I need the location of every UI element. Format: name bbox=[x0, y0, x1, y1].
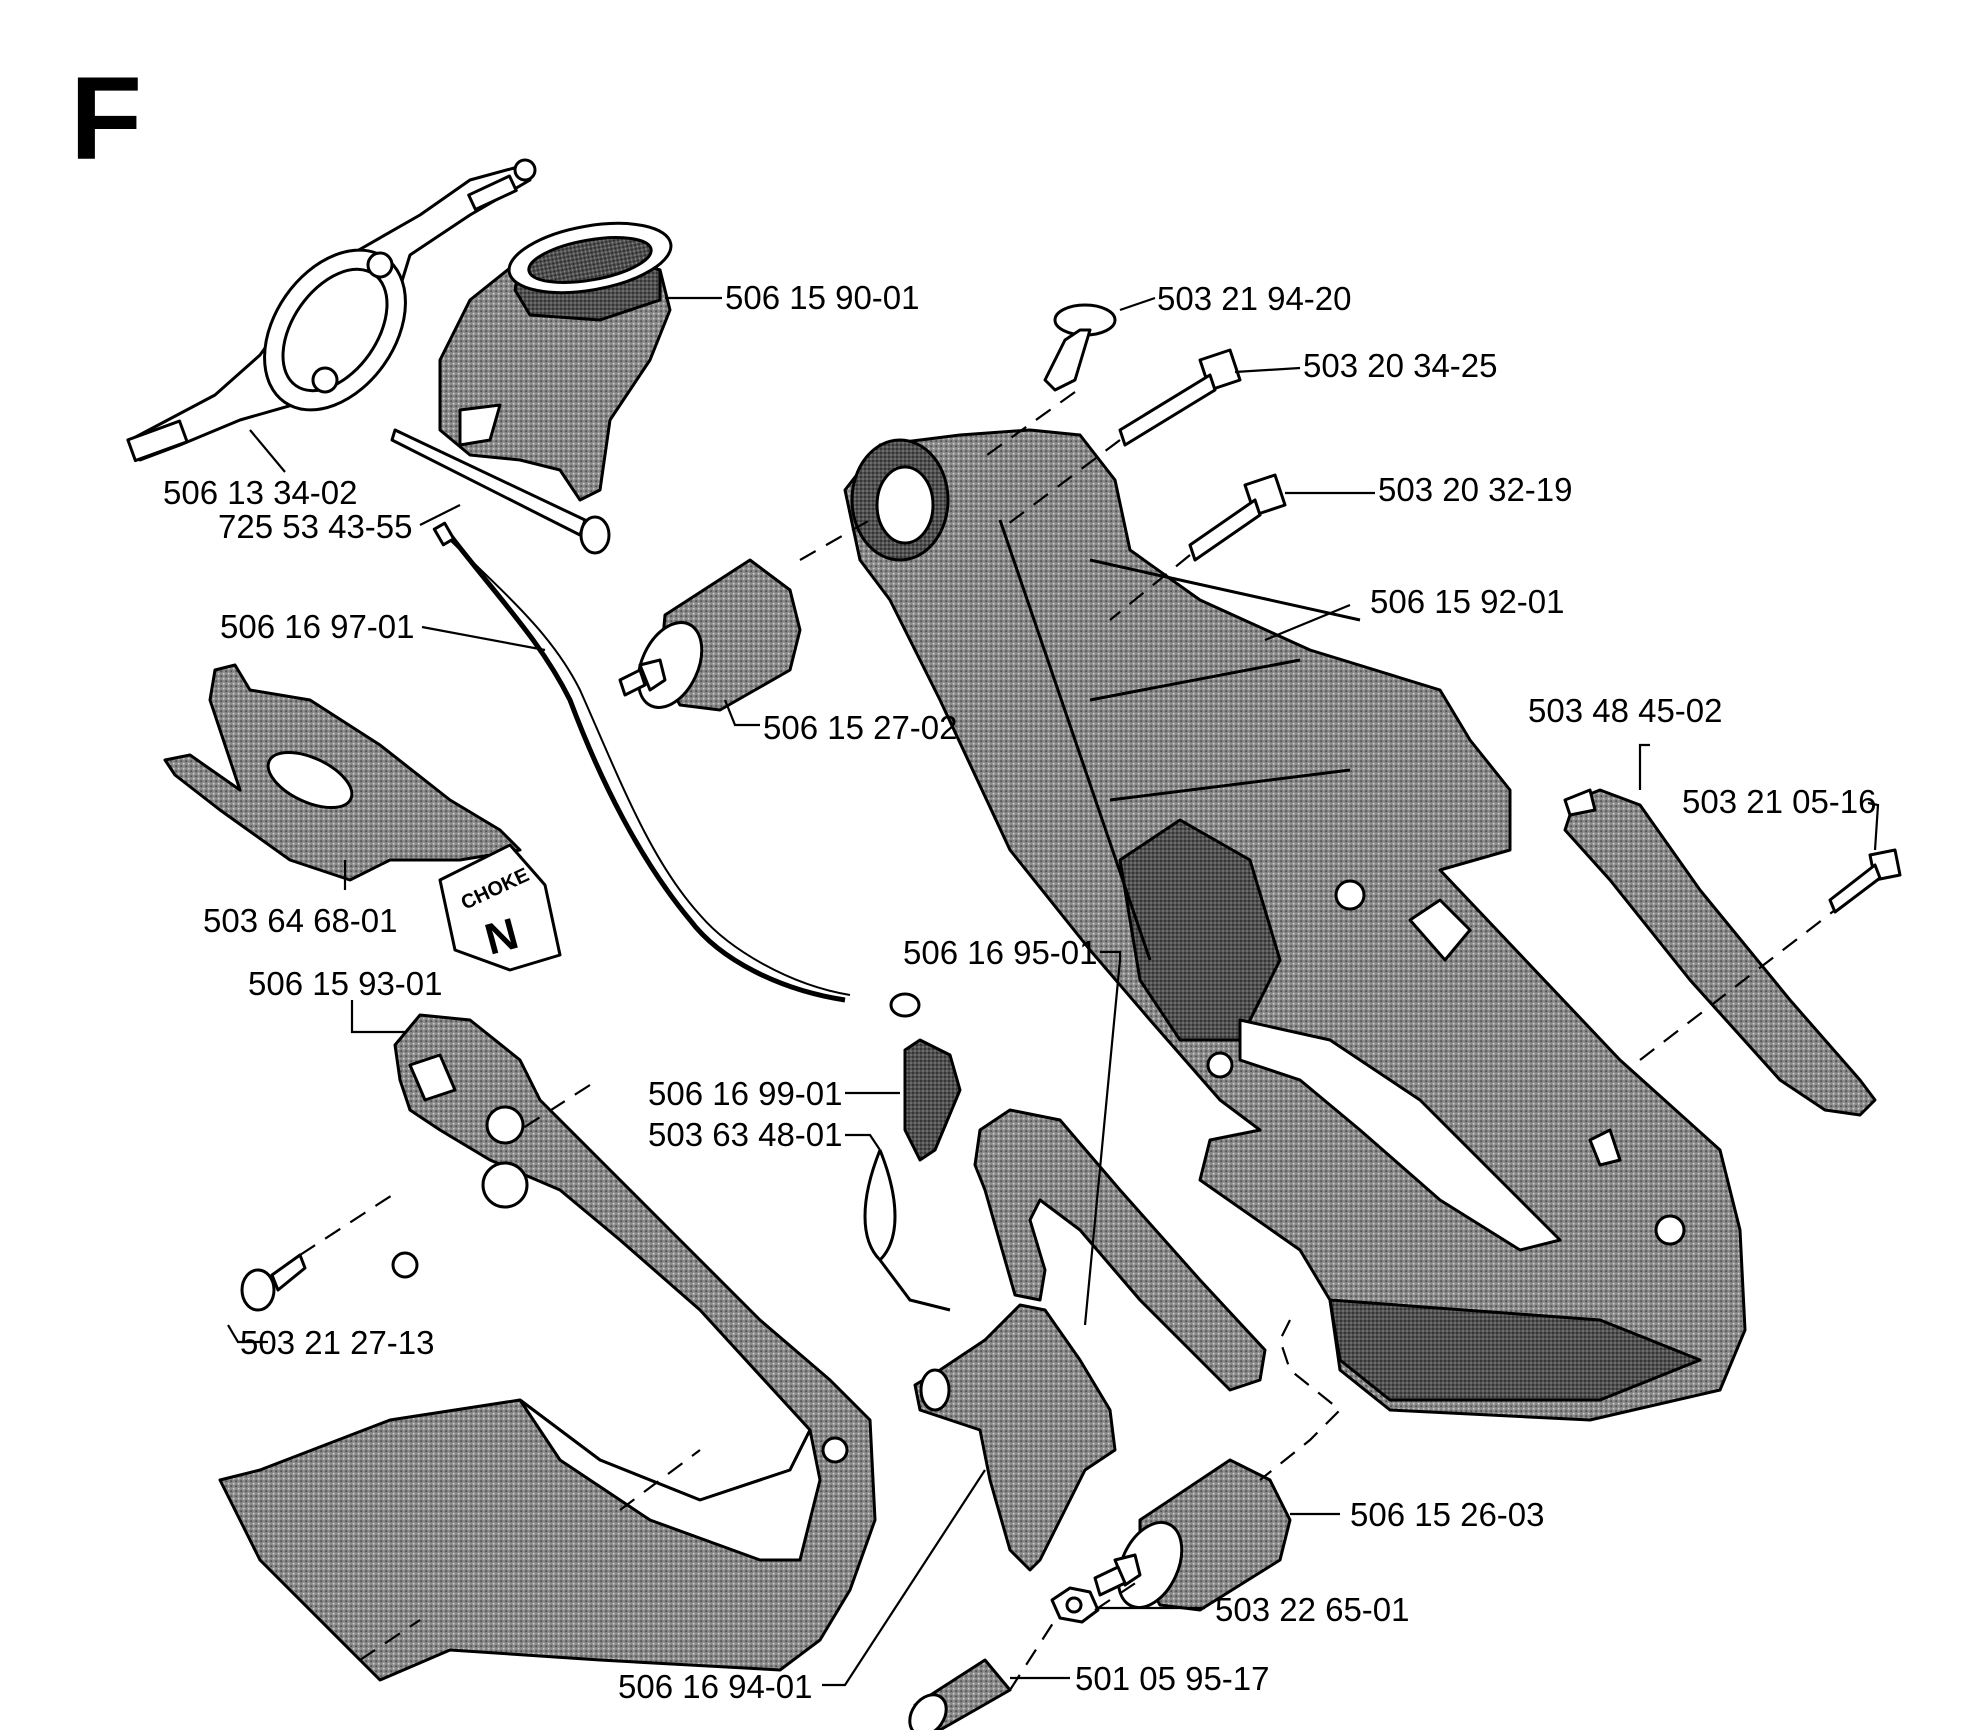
front-handle bbox=[218, 1013, 877, 1682]
part-label: 506 16 94-01 bbox=[618, 1668, 813, 1705]
lower-bracket bbox=[913, 1303, 1117, 1572]
rubber-buffer-upper bbox=[618, 558, 802, 712]
rubber-buffer-lower bbox=[1093, 1458, 1292, 1612]
screw-503-20-34-25 bbox=[1118, 348, 1242, 447]
screw-503-20-32-19 bbox=[1188, 473, 1287, 562]
hex-nut bbox=[1050, 1586, 1100, 1624]
part-label: 503 63 48-01 bbox=[648, 1116, 843, 1153]
throttle-cable bbox=[432, 521, 921, 1018]
part-label: 503 64 68-01 bbox=[203, 902, 398, 939]
screw-503-21-27-13 bbox=[240, 1253, 307, 1312]
part-label: 506 15 26-03 bbox=[1350, 1496, 1545, 1533]
part-label: 506 15 93-01 bbox=[248, 965, 443, 1002]
part-label: 503 20 32-19 bbox=[1378, 471, 1573, 508]
choke-control: CHOKE N bbox=[163, 663, 562, 972]
trigger-spring bbox=[863, 1149, 951, 1312]
part-label: 506 15 90-01 bbox=[725, 279, 920, 316]
part-number-labels: 506 15 90-01 503 21 94-20 503 20 34-25 5… bbox=[163, 279, 1877, 1705]
screw-503-21-94-20 bbox=[1043, 303, 1117, 392]
intake-elbow bbox=[438, 221, 673, 502]
carburetor-linkage-bracket bbox=[126, 158, 537, 463]
part-label: 725 53 43-55 bbox=[218, 508, 413, 545]
part-label: 503 20 34-25 bbox=[1303, 347, 1498, 384]
long-screw bbox=[390, 428, 611, 555]
part-label: 503 21 94-20 bbox=[1157, 280, 1352, 317]
part-label: 503 21 05-16 bbox=[1682, 783, 1877, 820]
part-label: 506 16 97-01 bbox=[220, 608, 415, 645]
part-label: 503 21 27-13 bbox=[240, 1324, 435, 1361]
throttle-trigger-part bbox=[903, 1038, 962, 1162]
side-cover bbox=[1563, 788, 1877, 1117]
part-label: 506 16 95-01 bbox=[903, 934, 1098, 971]
screw-503-21-05-16 bbox=[1828, 848, 1902, 914]
part-label: 506 15 27-02 bbox=[763, 709, 958, 746]
section-letter: F bbox=[70, 53, 143, 185]
handle-housing bbox=[843, 428, 1747, 1422]
leader-lines bbox=[227, 296, 1880, 1687]
part-label: 503 22 65-01 bbox=[1215, 1591, 1410, 1628]
spacer-sleeve bbox=[908, 1658, 1012, 1730]
part-label: 506 15 92-01 bbox=[1370, 583, 1565, 620]
part-label: 503 48 45-02 bbox=[1528, 692, 1723, 729]
throttle-lever bbox=[973, 1108, 1267, 1392]
part-label: 506 13 34-02 bbox=[163, 474, 358, 511]
part-label: 501 05 95-17 bbox=[1075, 1660, 1270, 1697]
assembly-guide-lines bbox=[299, 391, 1836, 1691]
part-label: 506 16 99-01 bbox=[648, 1075, 843, 1112]
